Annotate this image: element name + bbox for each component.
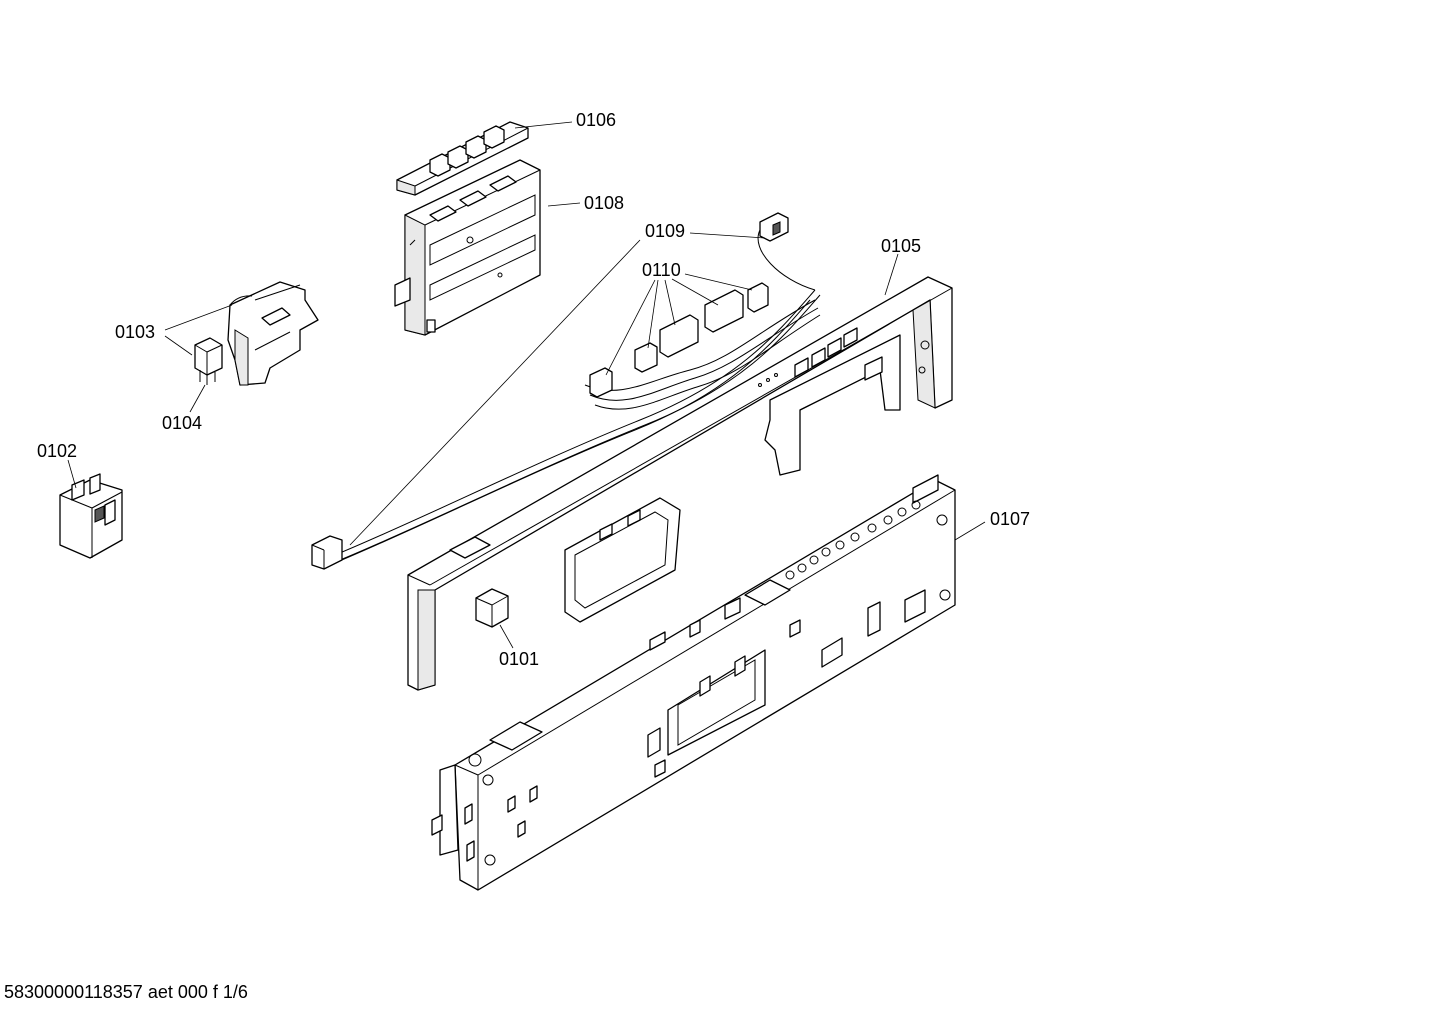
- label-0107: 0107: [990, 509, 1031, 529]
- part-0106-button-strip[interactable]: [396, 121, 529, 196]
- part-0105-front-panel[interactable]: [407, 276, 953, 691]
- label-0105: 0105: [881, 236, 922, 256]
- leader-lines: [67, 121, 986, 649]
- document-code: 58300000118357 aet 000 f 1/6: [4, 982, 248, 1002]
- label-0110: 0110: [642, 260, 681, 280]
- label-0108: 0108: [584, 193, 625, 213]
- label-0101: 0101: [499, 649, 540, 669]
- part-0108-control-module[interactable]: [394, 159, 541, 336]
- part-0102-connector[interactable]: [59, 473, 123, 559]
- part-0103-switch[interactable]: [227, 281, 319, 386]
- label-0109: 0109: [645, 221, 686, 241]
- handle-frame: [564, 497, 681, 623]
- label-0106: 0106: [576, 110, 617, 130]
- part-0110-connectors[interactable]: [584, 282, 821, 410]
- part-0104-relay[interactable]: [194, 337, 223, 385]
- part-0109-cable[interactable]: [311, 212, 821, 570]
- label-0104: 0104: [162, 413, 203, 433]
- part-0107-rear-panel[interactable]: [431, 474, 956, 891]
- label-0102: 0102: [37, 441, 78, 461]
- part-0101-cube[interactable]: [475, 588, 509, 628]
- label-0103: 0103: [115, 322, 156, 342]
